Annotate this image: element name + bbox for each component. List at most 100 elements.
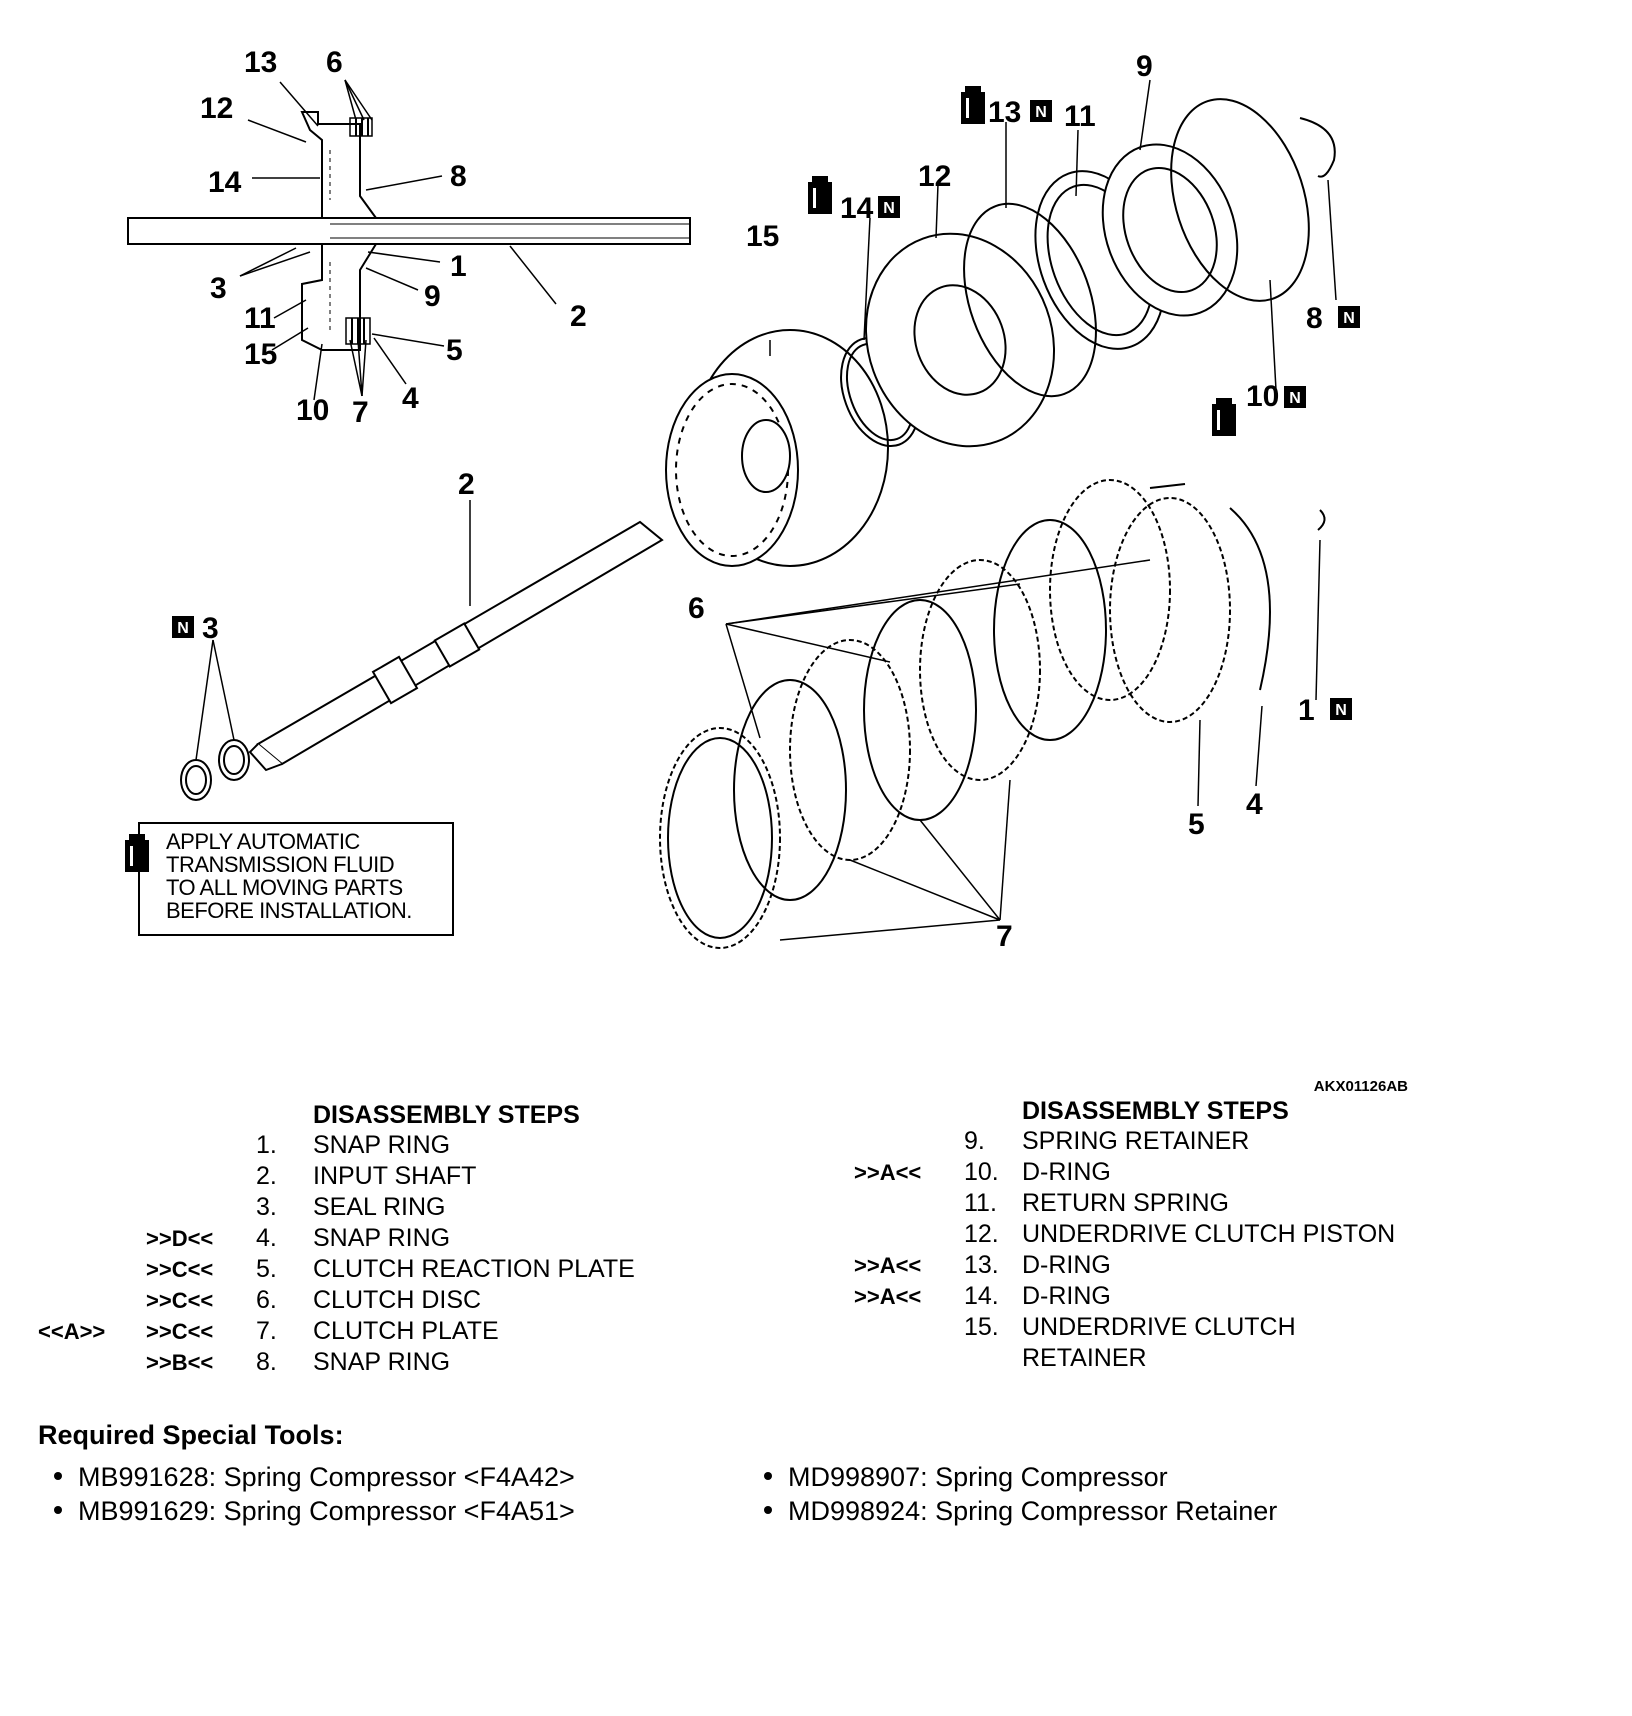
- callout-ex-15: 15: [746, 220, 779, 253]
- note-line: BEFORE INSTALLATION.: [166, 898, 412, 923]
- callout-cs-6: 6: [326, 46, 343, 79]
- input-shaft-drawing: [248, 500, 664, 772]
- step-text: SPRING RETAINER: [1022, 1127, 1250, 1155]
- note-box: [138, 822, 454, 936]
- step-text: D-RING: [1022, 1158, 1111, 1186]
- d-ring-10-drawing: [1170, 98, 1310, 391]
- bullet-icon: [764, 1471, 772, 1480]
- callout-cs-10: 10: [296, 394, 329, 427]
- clutch-retainer-drawing: [665, 329, 889, 567]
- callout-cs-2: 2: [570, 300, 587, 333]
- fluid-bottle-icon-14: [808, 176, 832, 214]
- note-line: APPLY AUTOMATIC: [166, 829, 360, 854]
- callout-ex-6: 6: [688, 592, 705, 625]
- callout-cs-4: 4: [402, 382, 419, 415]
- tool-text: MB991629: Spring Compressor <F4A51>: [78, 1496, 575, 1526]
- step-text: SNAP RING: [313, 1224, 451, 1252]
- svg-text:N: N: [1343, 310, 1355, 327]
- step-text: INPUT SHAFT: [313, 1162, 477, 1190]
- step-mark: >>A<<: [854, 1160, 922, 1185]
- callout-ex-8: 8: [1306, 302, 1323, 335]
- step-number: 2.: [256, 1162, 277, 1190]
- d-ring-13-drawing: [963, 122, 1097, 398]
- seal-rings: [180, 639, 250, 801]
- step-text: SEAL RING: [313, 1193, 446, 1221]
- step-text: UNDERDRIVE CLUTCH PISTON: [1022, 1220, 1396, 1248]
- clutch-pack-drawing: [659, 479, 1326, 949]
- step-number: 3.: [256, 1193, 277, 1221]
- note-line: TRANSMISSION FLUID: [166, 852, 395, 877]
- callout-ex-11: 11: [1064, 100, 1096, 133]
- step-mark-b: >>B<<: [146, 1350, 214, 1375]
- callout-ex-13: 13: [988, 96, 1021, 129]
- callout-ex-4: 4: [1246, 788, 1263, 821]
- step-number: 5.: [256, 1255, 277, 1283]
- callout-cs-3: 3: [210, 272, 227, 305]
- step-text: SNAP RING: [313, 1131, 451, 1159]
- step-text: RETAINER: [1022, 1344, 1147, 1372]
- svg-text:N: N: [883, 200, 895, 217]
- n-box-icon-10: N: [1284, 386, 1306, 408]
- svg-text:N: N: [177, 620, 189, 637]
- callout-cs-5: 5: [446, 334, 463, 367]
- callout-ex-14: 14: [840, 192, 874, 225]
- n-box-icon-1: N: [1330, 698, 1352, 720]
- tool-item: MB991628: Spring Compressor <F4A42>: [54, 1462, 575, 1493]
- callout-cs-13: 13: [244, 46, 277, 79]
- step-mark-b: >>C<<: [146, 1257, 214, 1282]
- cross-section-view: [127, 111, 691, 351]
- step-mark-b: >>D<<: [146, 1226, 214, 1251]
- callout-ex-10: 10: [1246, 380, 1279, 413]
- n-box-icon-3: N: [172, 616, 194, 638]
- callout-ex-12: 12: [918, 160, 951, 193]
- step-number: 15.: [964, 1313, 999, 1341]
- tool-text: MD998907: Spring Compressor: [788, 1462, 1168, 1492]
- cross-section-leaders: [239, 79, 557, 401]
- callout-cs-8: 8: [450, 160, 467, 193]
- n-box-icon-13: N: [1030, 100, 1052, 122]
- steps-right-title: DISASSEMBLY STEPS: [1022, 1097, 1289, 1125]
- spring-retainer-drawing: [1101, 79, 1239, 317]
- callout-cs-15: 15: [244, 338, 277, 371]
- step-number: 12.: [964, 1220, 999, 1248]
- callout-cs-11: 11: [244, 302, 276, 335]
- step-number: 14.: [964, 1282, 999, 1310]
- note-text: APPLY AUTOMATIC TRANSMISSION FLUID TO AL…: [166, 830, 456, 922]
- callout-cs-1: 1: [450, 250, 467, 283]
- step-number: 11.: [964, 1189, 997, 1217]
- callout-cs-14: 14: [208, 166, 242, 199]
- bullet-icon: [54, 1471, 62, 1480]
- step-mark: >>A<<: [854, 1253, 922, 1278]
- svg-text:N: N: [1035, 104, 1047, 121]
- n-box-icon-14: N: [878, 196, 900, 218]
- tool-item: MD998924: Spring Compressor Retainer: [764, 1496, 1277, 1527]
- step-number: 7.: [256, 1317, 277, 1345]
- clutch-pack-leaders: [725, 539, 1321, 941]
- step-number: 10.: [964, 1158, 999, 1186]
- svg-text:N: N: [1289, 390, 1301, 407]
- step-number: 8.: [256, 1348, 277, 1376]
- callout-cs-9: 9: [424, 280, 441, 313]
- step-number: 9.: [964, 1127, 985, 1155]
- step-text: CLUTCH DISC: [313, 1286, 482, 1314]
- step-text: UNDERDRIVE CLUTCH: [1022, 1313, 1296, 1341]
- step-text: D-RING: [1022, 1251, 1111, 1279]
- step-text: SNAP RING: [313, 1348, 451, 1376]
- step-number: 13.: [964, 1251, 999, 1279]
- note-line: TO ALL MOVING PARTS: [166, 875, 403, 900]
- step-mark-a: <<A>>: [38, 1319, 106, 1344]
- bullet-icon: [54, 1505, 62, 1514]
- step-number: 4.: [256, 1224, 277, 1252]
- step-text: CLUTCH REACTION PLATE: [313, 1255, 635, 1283]
- figure-code: AKX01126AB: [1313, 1078, 1408, 1095]
- step-mark-b: >>C<<: [146, 1288, 214, 1313]
- callout-cs-7: 7: [352, 396, 369, 429]
- snap-ring-8-drawing: [1299, 117, 1337, 301]
- step-text: D-RING: [1022, 1282, 1111, 1310]
- tool-item: MD998907: Spring Compressor: [764, 1462, 1168, 1493]
- exploded-parts-diagram: N N N N N N 13 6 12 14 8 1 3 9 2 11 5 15…: [125, 46, 1360, 953]
- step-mark-b: >>C<<: [146, 1319, 214, 1344]
- callout-cs-12: 12: [200, 92, 233, 125]
- step-number: 6.: [256, 1286, 277, 1314]
- callout-shaft-3: 3: [202, 612, 219, 645]
